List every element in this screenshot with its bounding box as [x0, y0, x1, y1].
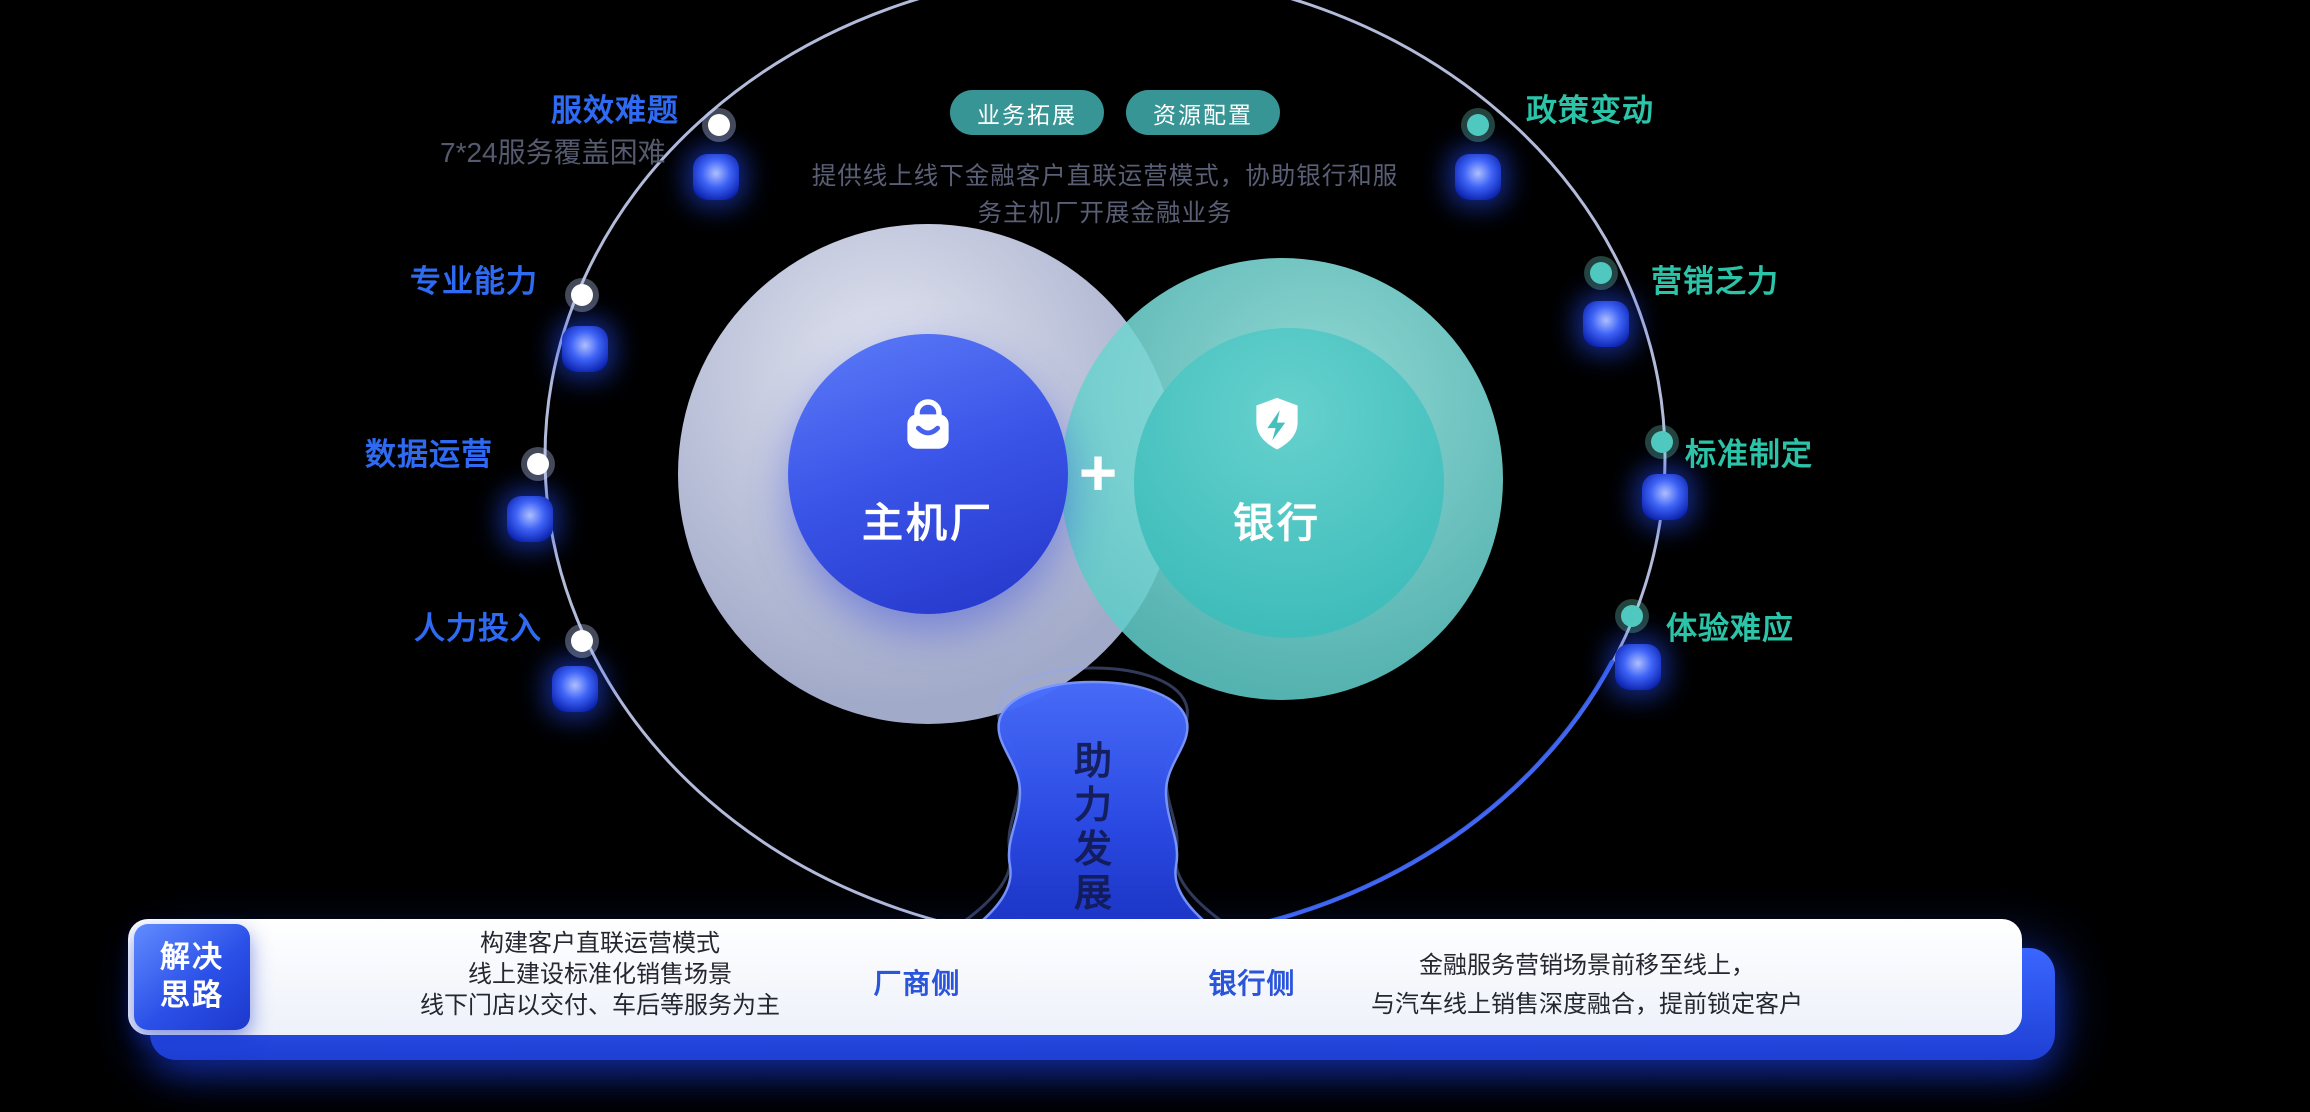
- trophy-char-1: 助: [1073, 741, 1113, 783]
- glow-dot: [693, 154, 739, 200]
- node-dot-experience: [1621, 605, 1643, 627]
- plus-sign: +: [1078, 435, 1118, 509]
- tag-resource-allocation: 资源配置: [1126, 90, 1280, 135]
- solution-bank-line2: 与汽车线上销售深度融合，提前锁定客户: [1371, 991, 1803, 1018]
- trophy-char-2: 力: [1073, 785, 1113, 827]
- label-marketing: 营销乏力: [1651, 264, 1779, 299]
- trophy-char-4: 展: [1073, 873, 1113, 915]
- node-dot-marketing: [1590, 262, 1612, 284]
- solution-badge-line2: 思路: [160, 979, 224, 1012]
- glow-dot: [552, 666, 598, 712]
- solution-maker-line1: 构建客户直联运营模式: [480, 930, 720, 957]
- node-dot-policy: [1467, 114, 1489, 136]
- bank-side-label: 银行侧: [1208, 968, 1296, 999]
- glow-dot: [1455, 154, 1501, 200]
- solution-maker-text: 构建客户直联运营模式 线上建设标准化销售场景 线下门店以交付、车后等服务为主: [330, 928, 870, 1021]
- shopping-bag-icon: [907, 399, 949, 449]
- node-dot-expertise: [571, 284, 593, 306]
- solution-bank-text: 金融服务营销场景前移至线上， 与汽车线上销售深度融合，提前锁定客户: [1237, 946, 1937, 1024]
- node-dot-service: [708, 114, 730, 136]
- label-service-problem-sub: 7*24服务覆盖困难: [440, 137, 666, 168]
- node-dot-standard: [1651, 431, 1673, 453]
- solution-maker-line3: 线下门店以交付、车后等服务为主: [420, 992, 780, 1019]
- label-standard: 标准制定: [1685, 437, 1813, 472]
- solution-badge: 解决 思路: [134, 924, 250, 1030]
- glow-dot: [1642, 474, 1688, 520]
- glow-dot: [1615, 644, 1661, 690]
- venn-right-label: 银行: [1233, 500, 1321, 546]
- top-description: 提供线上线下金融客户直联运营模式，协助银行和服 务主机厂开展金融业务: [655, 158, 1555, 232]
- label-data-ops: 数据运营: [365, 437, 493, 472]
- trophy-char-3: 发: [1073, 829, 1113, 871]
- node-dot-manpower: [571, 630, 593, 652]
- solution-bank-line1: 金融服务营销场景前移至线上，: [1419, 952, 1755, 979]
- glow-dot: [507, 496, 553, 542]
- top-description-line1: 提供线上线下金融客户直联运营模式，协助银行和服: [811, 163, 1399, 190]
- label-expertise: 专业能力: [410, 264, 538, 299]
- glow-dot: [1583, 301, 1629, 347]
- shield-bolt-icon: [1256, 397, 1298, 450]
- node-dot-data-ops: [527, 453, 549, 475]
- venn-right-inner-circle: [1134, 328, 1444, 638]
- label-manpower: 人力投入: [414, 611, 542, 646]
- maker-side-label: 厂商侧: [873, 968, 961, 999]
- solution-maker-line2: 线上建设标准化销售场景: [468, 961, 732, 988]
- bottom-bar: [128, 919, 2022, 1035]
- venn-left-label: 主机厂: [862, 500, 994, 546]
- top-description-line2: 务主机厂开展金融业务: [977, 200, 1233, 227]
- venn-left-inner-circle: [788, 334, 1068, 614]
- tag-business-expansion: 业务拓展: [950, 90, 1104, 135]
- label-experience: 体验难应: [1666, 611, 1794, 646]
- solution-badge-line1: 解决: [160, 941, 224, 974]
- label-service-problem: 服效难题: [551, 93, 679, 128]
- trophy-vertical-text: 助 力 发 展: [1074, 740, 1112, 916]
- label-policy: 政策变动: [1526, 93, 1654, 128]
- glow-dot: [562, 326, 608, 372]
